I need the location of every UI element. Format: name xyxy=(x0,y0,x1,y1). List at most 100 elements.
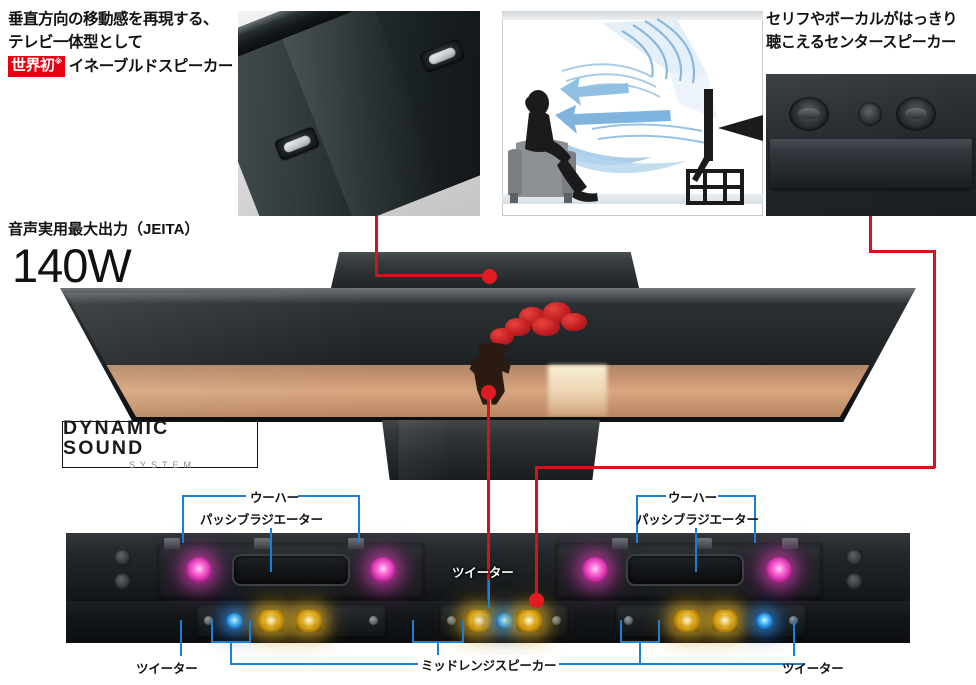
blue-callout-line xyxy=(270,528,272,572)
center-speaker-driver-right xyxy=(896,96,937,131)
callout-midrange: ミッドレンジスピーカー xyxy=(418,655,560,674)
screen-sun-reflection xyxy=(547,364,608,417)
blue-callout-line xyxy=(488,580,490,608)
tray-screw xyxy=(369,616,378,625)
callout-tweeter-right: ツイーター xyxy=(782,662,844,676)
woofer-module-left xyxy=(158,538,424,598)
red-connector-line xyxy=(375,274,490,277)
tray-screw xyxy=(447,616,456,625)
speaker-cone xyxy=(282,133,312,154)
tweeter-left xyxy=(226,613,243,630)
red-connector-dot-top xyxy=(482,269,497,284)
driver-tray-left xyxy=(196,605,386,637)
driver-tray-right xyxy=(616,605,806,637)
woofer-driver-left-outer xyxy=(186,557,212,583)
blue-callout-line xyxy=(358,495,360,543)
blue-callout-line xyxy=(639,641,641,664)
blue-callout-line xyxy=(620,620,622,643)
red-connector-line xyxy=(869,250,935,253)
woofer-driver-right-inner xyxy=(582,557,608,583)
red-connector-line xyxy=(869,216,872,252)
tv-pedestal-stand xyxy=(382,420,600,480)
tweeter-center xyxy=(496,613,513,630)
blue-callout-line xyxy=(230,641,232,664)
soundbar-bracket-knob xyxy=(846,573,863,590)
callout-woofer-left: ウーハー xyxy=(250,491,299,505)
callout-tweeter-center: ツイーター xyxy=(452,566,514,580)
soundbar-bracket-knob xyxy=(114,549,131,566)
headline-line-3: 世界初※イネーブルドスピーカー xyxy=(8,55,233,79)
headline-right-line-2: 聴こえるセンタースピーカー xyxy=(766,33,956,51)
blue-callout-line xyxy=(180,620,182,656)
callout-passive-radiator-left: パッシブラジエーター xyxy=(200,513,323,527)
blue-callout-line xyxy=(793,620,795,656)
headline-line-1: 垂直方向の移動感を再現する、 xyxy=(8,11,219,28)
midrange-left-2 xyxy=(296,610,322,632)
world-first-badge-asterisk: ※ xyxy=(54,57,63,67)
blue-callout-line xyxy=(437,641,439,664)
blue-callout-line xyxy=(658,620,660,643)
audio-power-value: 140W xyxy=(12,239,132,292)
mount-tab xyxy=(254,538,270,549)
passive-radiator-left xyxy=(232,554,350,586)
tray-screw xyxy=(624,616,633,625)
red-connector-dot-screen xyxy=(481,385,496,400)
soundbar-cutaway-diagram xyxy=(66,533,910,643)
callout-passive-radiator-right: パッシブラジエーター xyxy=(636,513,759,527)
screen-balloon xyxy=(489,327,514,346)
center-speaker-driver-left xyxy=(789,96,830,131)
world-first-badge: 世界初※ xyxy=(8,56,65,77)
mount-tab xyxy=(612,538,628,549)
headline-enabled-speaker-text: イネーブルドスピーカー xyxy=(68,57,234,75)
red-connector-line xyxy=(933,250,936,468)
sound-wave-graphics xyxy=(508,18,763,205)
midrange-left-1 xyxy=(258,610,284,632)
blue-callout-line xyxy=(636,495,638,543)
red-connector-line xyxy=(535,466,538,598)
woofer-module-right xyxy=(556,538,822,598)
blue-callout-line xyxy=(211,620,213,643)
woofer-driver-right-outer xyxy=(766,557,792,583)
headline-center-speaker: セリフやボーカルがはっきり 聴こえるセンタースピーカー xyxy=(766,9,957,55)
blue-callout-line xyxy=(462,620,464,643)
blue-callout-line xyxy=(636,495,666,497)
speaker-cone xyxy=(427,45,457,66)
soundbar-bracket-knob xyxy=(846,549,863,566)
floor-line xyxy=(502,194,763,204)
center-speaker-tweeter xyxy=(858,102,883,127)
screen-balloon xyxy=(561,312,587,332)
center-speaker-bar xyxy=(770,139,972,188)
dynamic-sound-system-logo: DYNAMIC SOUND SYSTEM xyxy=(62,417,258,470)
ceiling-line xyxy=(502,11,763,20)
woofer-driver-left-inner xyxy=(370,557,396,583)
mount-tab xyxy=(782,538,798,549)
blue-callout-line xyxy=(412,620,414,643)
mount-tab xyxy=(696,538,712,549)
blue-callout-line xyxy=(182,495,184,543)
world-first-badge-text: 世界初 xyxy=(11,57,55,75)
blue-callout-line xyxy=(182,495,246,497)
blue-callout-line xyxy=(718,495,756,497)
red-connector-line xyxy=(487,392,490,600)
red-connector-line xyxy=(375,216,378,276)
passive-radiator-right xyxy=(626,554,744,586)
mount-tab xyxy=(348,538,364,549)
red-connector-line xyxy=(535,466,935,469)
headline-line-2: テレビ一体型として xyxy=(8,34,143,52)
logo-main-text: DYNAMIC SOUND xyxy=(63,417,170,459)
audio-power-label: 音声実用最大出力（JEITA） xyxy=(8,221,200,238)
midrange-right-1 xyxy=(674,610,700,632)
headline-right-line-1: セリフやボーカルがはっきり xyxy=(766,11,957,28)
callout-woofer-right: ウーハー xyxy=(668,491,717,505)
enabled-speaker-photo xyxy=(238,11,480,216)
red-connector-dot-center-speaker xyxy=(529,593,544,608)
headline-enabled-speaker: 垂直方向の移動感を再現する、 テレビ一体型として 世界初※イネーブルドスピーカー xyxy=(8,8,233,78)
center-speaker-photo xyxy=(766,74,976,216)
mount-tab xyxy=(164,538,180,549)
tweeter-right xyxy=(756,613,773,630)
tray-screw xyxy=(204,616,213,625)
screen-balloon xyxy=(532,316,560,337)
soundbar-bracket-knob xyxy=(114,573,131,590)
blue-callout-line xyxy=(298,495,360,497)
